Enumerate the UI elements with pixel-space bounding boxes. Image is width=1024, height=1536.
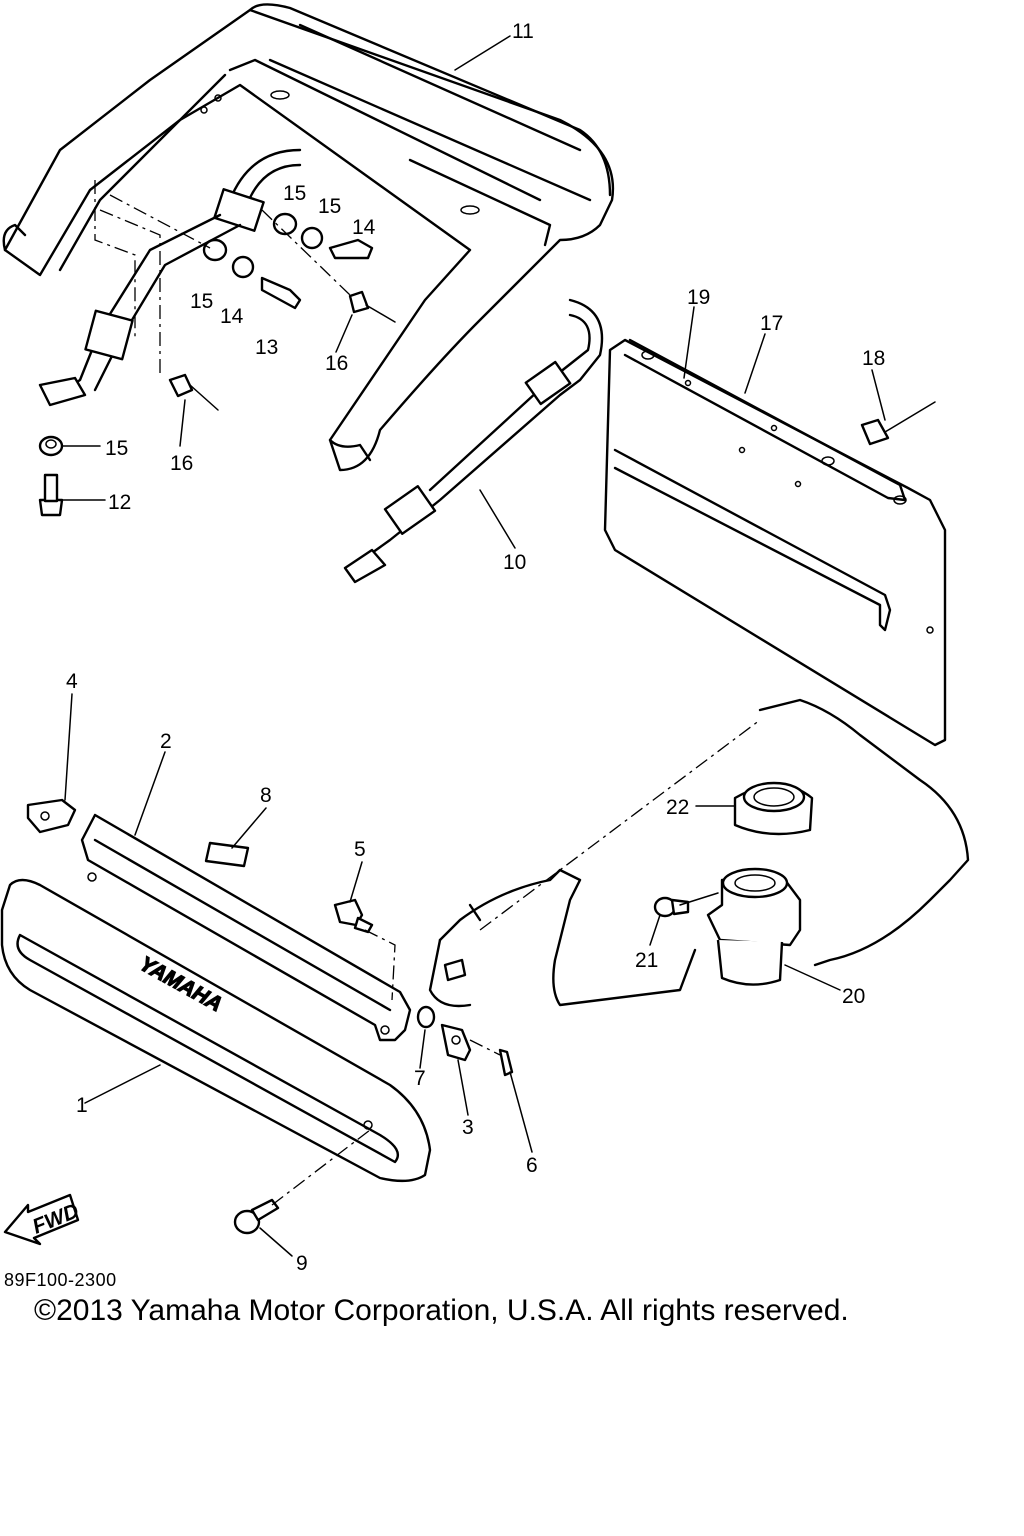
part-bumper-bracket bbox=[80, 813, 412, 1042]
part-front-bumper bbox=[0, 878, 432, 1183]
callout-13-top: 14 bbox=[352, 216, 376, 239]
callout-7: 7 bbox=[414, 1067, 426, 1090]
alignment-line-9 bbox=[271, 1129, 371, 1206]
callout-1: 1 bbox=[76, 1094, 88, 1117]
callout-4: 4 bbox=[66, 670, 78, 693]
callout-8: 8 bbox=[260, 784, 272, 807]
callout-15-top: 15 bbox=[283, 182, 306, 205]
copyright-notice: ©2013 Yamaha Motor Corporation, U.S.A. A… bbox=[34, 1294, 849, 1327]
callout-17: 17 bbox=[760, 312, 783, 335]
callout-19: 19 bbox=[687, 286, 710, 309]
callout-18: 18 bbox=[862, 347, 885, 370]
part-pin-6 bbox=[498, 1048, 514, 1077]
callout-13-mid: 13 bbox=[255, 336, 278, 359]
callout-2: 2 bbox=[160, 730, 172, 753]
callout-10: 10 bbox=[503, 551, 526, 574]
alignment-line-3 bbox=[469, 1039, 501, 1056]
part-fuel-tank bbox=[428, 698, 970, 1008]
callout-11: 11 bbox=[512, 20, 534, 43]
part-clip-3 bbox=[440, 1023, 472, 1062]
callout-16-low: 16 bbox=[170, 452, 193, 475]
diagram-code: 89F100-2300 bbox=[4, 1270, 117, 1290]
callout-3: 3 bbox=[462, 1116, 474, 1139]
part-filler-neck bbox=[733, 781, 814, 836]
callout-16-mid: 16 bbox=[325, 352, 348, 375]
exploded-parts-diagram: YAMAHA FWD bbox=[0, 3, 970, 1275]
callout-15-low: 15 bbox=[105, 437, 128, 460]
callout-9: 9 bbox=[296, 1252, 308, 1275]
callout-21: 21 bbox=[635, 949, 658, 972]
callout-22: 22 bbox=[666, 796, 689, 819]
part-rear-rack bbox=[2, 3, 615, 472]
callout-15-mid: 15 bbox=[190, 290, 213, 313]
part-label-8 bbox=[204, 841, 250, 868]
callout-5: 5 bbox=[354, 838, 366, 861]
callout-20: 20 bbox=[842, 985, 865, 1008]
alignment-lines-upper bbox=[94, 180, 351, 375]
part-mud-flap bbox=[603, 338, 947, 747]
part-fuel-cock bbox=[653, 867, 802, 986]
part-washer-7 bbox=[416, 1005, 436, 1029]
part-bolt-5 bbox=[333, 898, 374, 934]
callout-14-mid: 14 bbox=[220, 305, 244, 328]
fasteners-upper-left bbox=[38, 212, 936, 517]
callout-labels: 11 15 15 14 15 14 13 16 15 16 12 19 17 1… bbox=[66, 20, 885, 1275]
fwd-arrow-icon: FWD bbox=[3, 1193, 82, 1246]
part-frame-tube bbox=[38, 148, 604, 584]
part-bracket-4 bbox=[26, 798, 77, 834]
callout-14-top: 15 bbox=[318, 195, 341, 218]
callout-12: 12 bbox=[108, 491, 131, 514]
part-screw-9 bbox=[233, 1198, 280, 1235]
callout-6: 6 bbox=[526, 1154, 538, 1177]
alignment-line-5 bbox=[364, 929, 396, 1001]
leader-lines bbox=[61, 35, 886, 1257]
